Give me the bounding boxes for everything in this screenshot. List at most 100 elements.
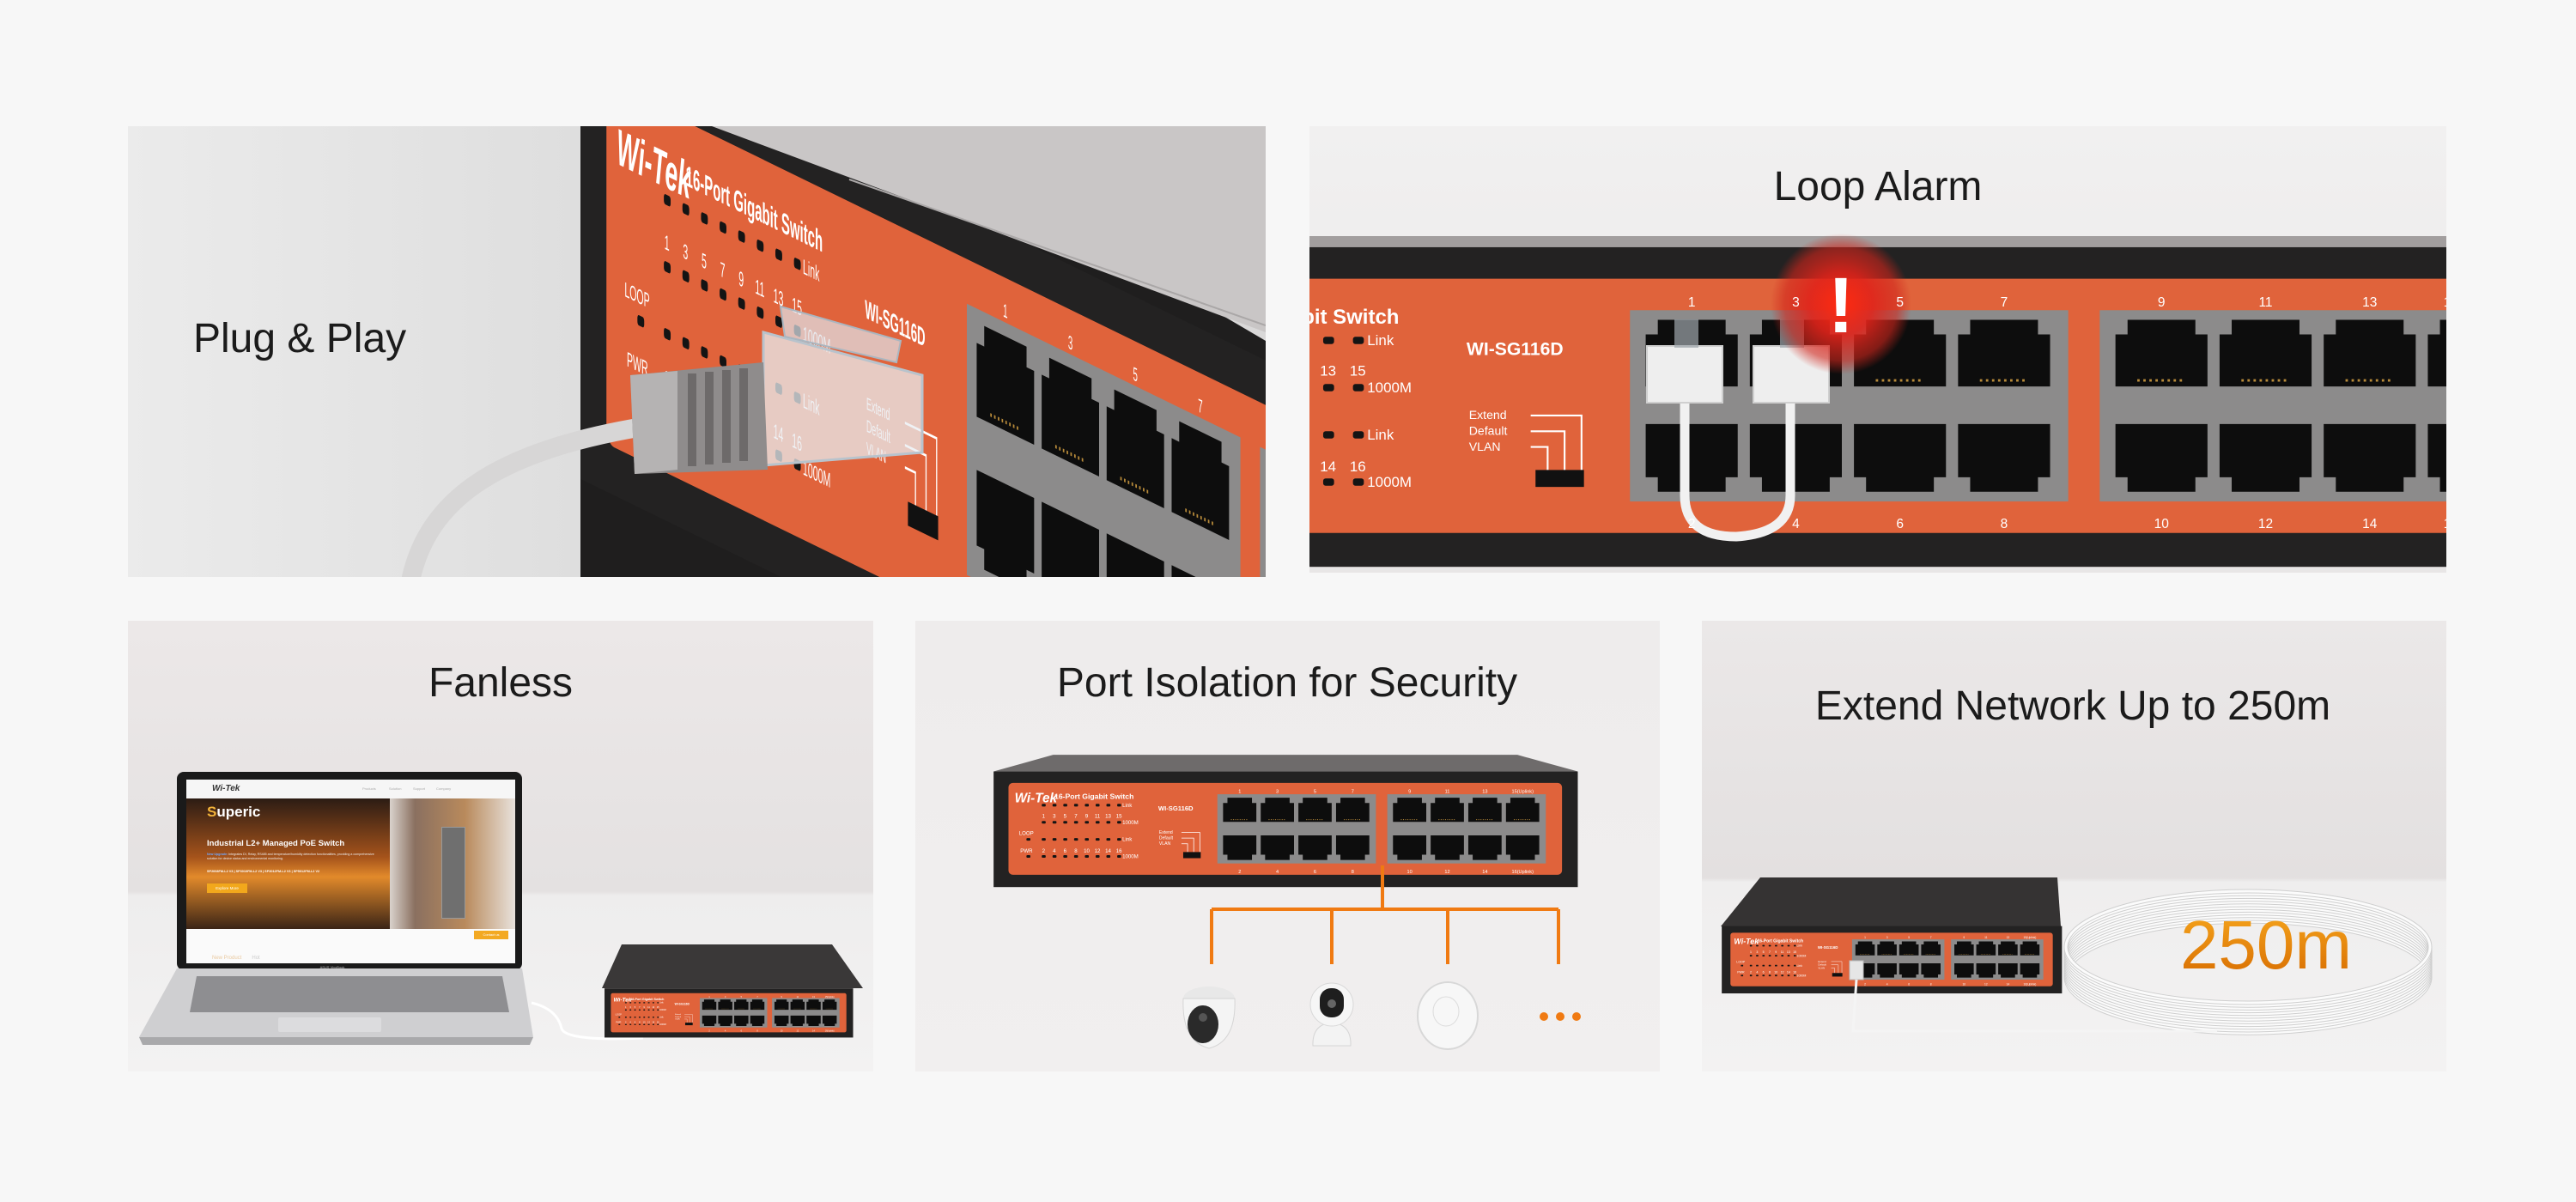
led-port-number: 8 bbox=[1074, 848, 1078, 854]
rj45-port bbox=[1899, 962, 1919, 978]
port-number: 10 bbox=[1407, 870, 1413, 875]
model-link[interactable]: SP3012FM-L2 V3 bbox=[264, 870, 291, 873]
contact-us-button[interactable]: Contact us bbox=[474, 931, 508, 939]
mode-switch-guide bbox=[1530, 414, 1583, 470]
led-port-number: 12 bbox=[647, 1020, 650, 1023]
rj45-port bbox=[806, 1015, 821, 1026]
power-led bbox=[1741, 974, 1744, 977]
nav-link[interactable]: Support bbox=[413, 786, 426, 791]
led-port-number: 13 bbox=[774, 284, 784, 312]
led-port-number: 2 bbox=[1042, 848, 1046, 854]
led-port-number: 9 bbox=[738, 268, 744, 294]
led-indicator bbox=[1775, 944, 1777, 947]
led-port-number: 11 bbox=[1095, 814, 1101, 820]
led-port-number: 12 bbox=[1781, 971, 1784, 974]
laptop-brand: ASUS VivoBook bbox=[319, 965, 345, 969]
rj45-port bbox=[1298, 798, 1332, 823]
mode-switch-guide bbox=[1181, 837, 1194, 853]
led-port-number: 4 bbox=[1756, 971, 1758, 974]
led-port-number: 6 bbox=[1763, 971, 1765, 974]
port-number: 6 bbox=[1314, 870, 1316, 875]
port-number: 16(Uplink) bbox=[2444, 517, 2446, 531]
led-indicator bbox=[1762, 955, 1765, 956]
port-number: 3 bbox=[1068, 331, 1072, 355]
model-link[interactable]: SP2008FM-L2 V3 bbox=[207, 870, 234, 873]
led-indicator bbox=[1117, 821, 1121, 824]
port-number: 1 bbox=[1688, 295, 1696, 310]
laptop-keyboard bbox=[190, 976, 509, 1012]
led-port-number: 4 bbox=[1053, 848, 1056, 854]
mode-switch-toggle bbox=[684, 1023, 693, 1026]
rj45-port bbox=[1976, 941, 1996, 956]
loop-led bbox=[1741, 964, 1744, 967]
led-indicator bbox=[634, 1009, 636, 1011]
alarm-glow bbox=[1771, 234, 1911, 374]
port-number: 3 bbox=[1792, 295, 1800, 310]
led-indicator bbox=[1352, 337, 1364, 344]
rj45-port bbox=[1899, 941, 1919, 956]
laptop-base-edge bbox=[139, 1037, 533, 1045]
led-indicator bbox=[643, 1002, 646, 1004]
led-indicator bbox=[634, 1023, 636, 1025]
explore-more-button[interactable]: Explore More bbox=[207, 883, 247, 893]
led-indicator bbox=[1775, 964, 1777, 967]
port-number: 5 bbox=[741, 996, 743, 999]
rj45-port bbox=[1645, 423, 1738, 492]
panel-title: Loop Alarm bbox=[1773, 164, 1983, 209]
led-indicator bbox=[1052, 838, 1057, 841]
led-indicator bbox=[682, 270, 690, 282]
nav-link[interactable]: Company bbox=[436, 786, 452, 791]
led-indicator bbox=[652, 1023, 654, 1025]
model-list: SP2008FM-L2 V3 | SP3010FM-L2 V3 | SP3012… bbox=[207, 870, 320, 873]
led-indicator bbox=[1762, 944, 1765, 947]
led-indicator bbox=[1084, 804, 1090, 807]
speed-label: 1000M bbox=[1796, 954, 1806, 957]
led-port-number: 7 bbox=[1074, 814, 1078, 820]
pan-tilt-camera-icon bbox=[1309, 982, 1354, 1047]
port-number: 8 bbox=[1352, 870, 1354, 875]
banner-description: New Upgrade: Integrates DI, Relay, RS485… bbox=[207, 853, 383, 861]
led-indicator bbox=[1117, 804, 1121, 807]
port-number: 11 bbox=[1445, 790, 1450, 795]
nav-link[interactable]: Solution bbox=[389, 786, 402, 791]
rj45-port bbox=[822, 999, 837, 1011]
model-label: WI-SG116D bbox=[1818, 945, 1838, 950]
link-label: Link bbox=[1122, 803, 1133, 809]
port-number: 2 bbox=[708, 1029, 710, 1032]
rj45-port bbox=[1877, 941, 1897, 956]
link-label: Link bbox=[1367, 427, 1394, 443]
led-indicator bbox=[1322, 384, 1334, 392]
led-indicator bbox=[682, 337, 690, 349]
led-indicator bbox=[652, 1002, 654, 1004]
model-link[interactable]: SP5012FM-L2 V2 bbox=[293, 870, 320, 873]
tab-hot[interactable]: Hot bbox=[252, 956, 260, 961]
rj45-port bbox=[702, 999, 717, 1011]
led-port-number: 9 bbox=[1085, 814, 1089, 820]
port-number: 9 bbox=[781, 996, 783, 999]
led-indicator bbox=[1073, 804, 1078, 807]
banner-brand: Superic bbox=[207, 804, 261, 820]
rj45-port bbox=[2324, 423, 2416, 492]
led-indicator bbox=[624, 1009, 627, 1011]
led-indicator bbox=[1117, 838, 1121, 841]
rj45-port bbox=[1106, 533, 1164, 577]
mode-switch-label: Extend bbox=[675, 1013, 682, 1016]
led-indicator bbox=[720, 288, 726, 301]
rj45-port bbox=[1467, 835, 1502, 860]
led-port-number: 1 bbox=[665, 231, 670, 257]
rj45-port bbox=[2427, 423, 2446, 492]
nav-link[interactable]: Products bbox=[362, 786, 376, 791]
rj45-port bbox=[1042, 501, 1099, 577]
speed-label: 1000M bbox=[1367, 474, 1412, 490]
rj45-port bbox=[1854, 423, 1947, 492]
rj45-port bbox=[1855, 941, 1875, 956]
model-link[interactable]: SP3010FM-L2 V3 bbox=[235, 870, 262, 873]
tab-new-product[interactable]: New Product bbox=[212, 956, 242, 961]
port-number: 6 bbox=[1908, 983, 1910, 986]
led-indicator bbox=[1063, 838, 1067, 841]
rj45-port bbox=[2115, 423, 2208, 492]
led-port-number: 16 bbox=[657, 1020, 659, 1023]
led-indicator bbox=[1756, 964, 1759, 967]
